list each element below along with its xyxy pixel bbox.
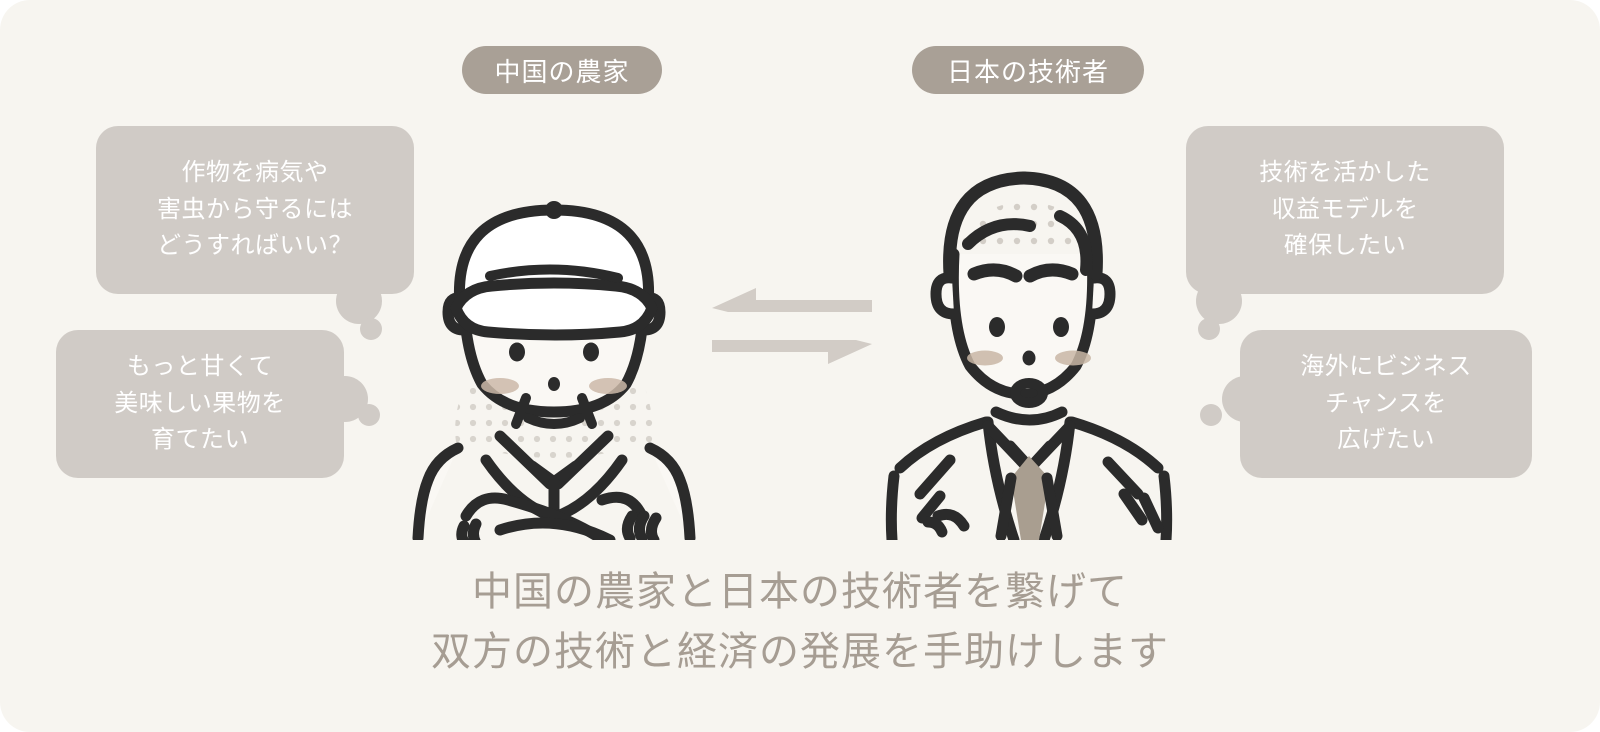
role-pill-engineer: 日本の技術者 [912,46,1144,94]
thought-line: 海外にビジネス [1300,353,1472,381]
caption-text: 中国の農家と日本の技術者を繋げて 双方の技術と経済の発展を手助けします [0,562,1600,682]
thought-line: 技術を活かした [1259,159,1431,187]
thought-tail-dot-farmer-2 [358,404,380,426]
caption-line-1: 中国の農家と日本の技術者を繋げて [472,570,1128,614]
arrow-right-icon [712,340,872,364]
farmer-avatar-icon [412,201,696,540]
thought-bubble-farmer-1: 作物を病気や 害虫から守るには どうすればいい？ [96,126,414,294]
thought-line: もっと甘くて [126,353,274,381]
thought-bubble-engineer-2: 海外にビジネス チャンスを 広げたい [1240,330,1532,478]
thought-tail-dot-engineer-2 [1200,404,1222,426]
thought-line: 収益モデルを [1271,195,1419,223]
thought-line: 作物を病気や [181,159,329,187]
thought-line: 確保したい [1283,232,1407,260]
thought-line: チャンスを [1325,389,1447,417]
thought-line: 美味しい果物を [114,389,286,417]
thought-line: 害虫から守るには [157,195,353,223]
thought-line: どうすればいい？ [157,232,353,260]
caption-line-2: 双方の技術と経済の発展を手助けします [431,630,1169,674]
thought-line: 広げたい [1337,426,1435,454]
thought-line: 育てたい [151,426,249,454]
engineer-avatar-icon [885,171,1173,540]
thought-bubble-engineer-1: 技術を活かした 収益モデルを 確保したい [1186,126,1504,294]
thought-tail-dot-farmer-1 [360,318,382,340]
exchange-arrows [712,288,872,364]
arrow-left-icon [712,288,872,312]
role-pill-farmer-label: 中国の農家 [494,56,630,87]
role-pill-engineer-label: 日本の技術者 [946,56,1109,87]
thought-bubble-farmer-2: もっと甘くて 美味しい果物を 育てたい [56,330,344,478]
thought-tail-dot-engineer-1 [1198,318,1220,340]
role-pill-farmer: 中国の農家 [462,46,662,94]
